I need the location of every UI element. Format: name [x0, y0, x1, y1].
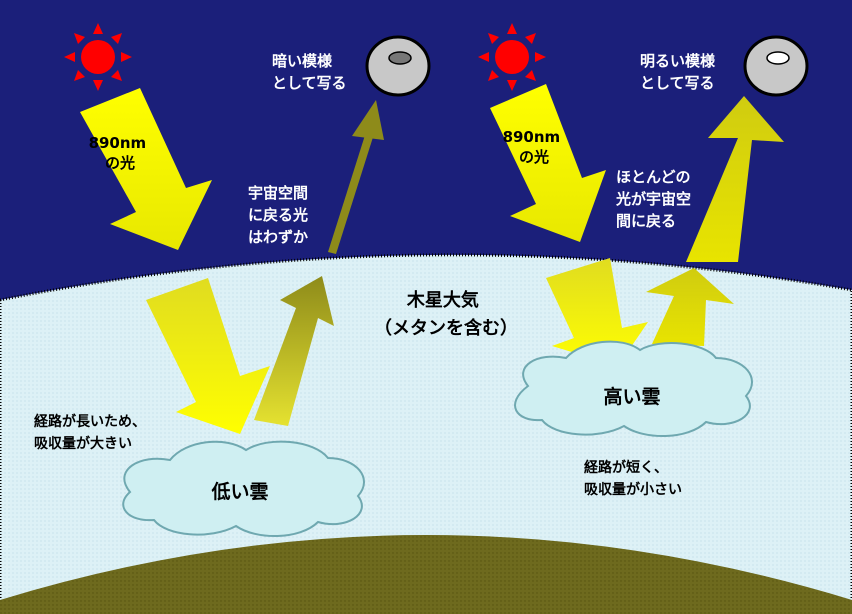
- arrow-icon: [686, 96, 784, 262]
- incoming-light-label: 890nm の光: [89, 134, 152, 172]
- arrow-icon: [254, 276, 334, 426]
- path-absorption-label: 経路が長いため、 吸収量が大きい: [34, 413, 151, 452]
- sun-icon: [64, 23, 132, 91]
- atmosphere-label: 木星大気 （メタンを含む）: [374, 289, 518, 339]
- escape-light-label: 宇宙空間 に戻る光 はわずか: [248, 184, 313, 246]
- cloud-icon: [514, 340, 753, 437]
- arrow-icon: [490, 84, 606, 242]
- arrow-icon: [146, 278, 270, 434]
- high-cloud-label: 高い雲: [603, 385, 660, 408]
- low-cloud-label: 低い雲: [210, 480, 268, 503]
- planet-icon: [365, 35, 431, 97]
- arrow-icon: [328, 100, 384, 254]
- arrow-icon: [80, 88, 212, 250]
- incoming-light-label: 890nm の光: [503, 128, 566, 166]
- arrow-icon: [646, 268, 734, 346]
- ground-layer: [0, 535, 852, 614]
- image-result-label: 明るい模様 として写る: [640, 52, 720, 92]
- planet-icon: [743, 35, 809, 97]
- cloud-icon: [122, 440, 365, 537]
- arrow-icon: [546, 258, 648, 366]
- path-absorption-label: 経路が短く、 吸収量が小さい: [584, 459, 682, 498]
- image-result-label: 暗い模様 として写る: [272, 52, 347, 92]
- escape-light-label: ほとんどの 光が宇宙空 間に戻る: [615, 168, 696, 230]
- sun-icon: [478, 23, 546, 91]
